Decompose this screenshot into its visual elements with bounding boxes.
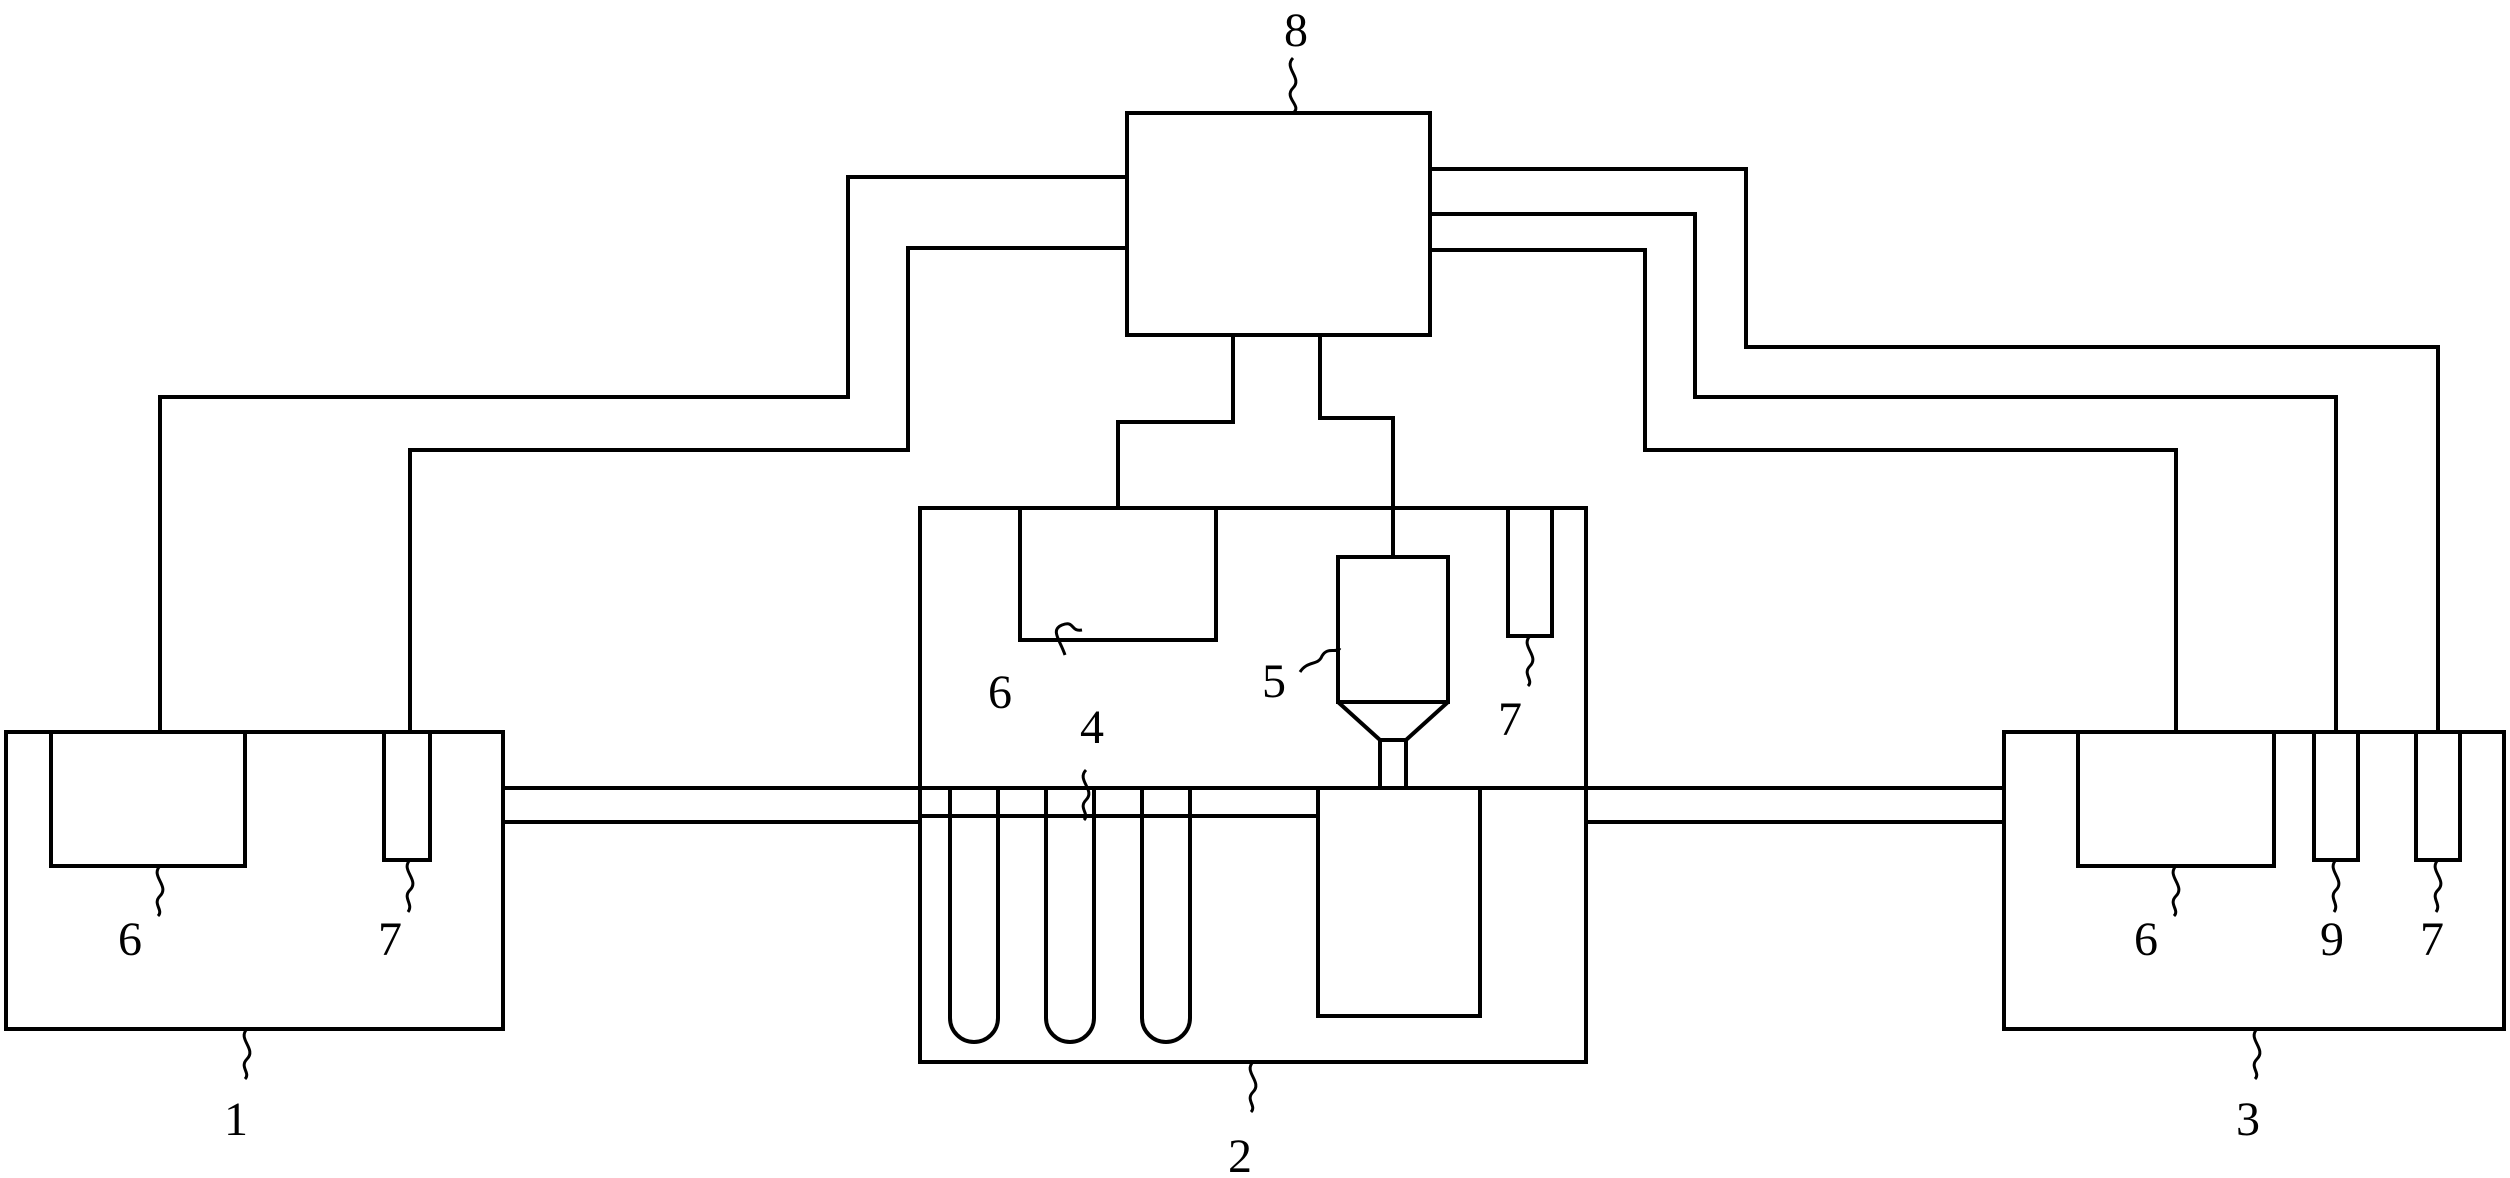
pipe-right [1584,786,2006,824]
heater-right [2076,730,2276,868]
leader-controller [1288,56,1298,115]
leader-heater-center [1054,622,1083,656]
label-sensor-left: 7 [378,913,402,966]
leader-test-tubes [1081,768,1091,822]
test-tube-3 [1140,788,1192,1044]
label-hopper: 5 [1262,655,1286,708]
leader-tank-left [242,1027,252,1081]
label-heater-left: 6 [118,913,142,966]
tank-center-lower [918,786,1588,1064]
wire-controller-to-right-probe [1430,212,2338,732]
label-controller: 8 [1284,4,1308,57]
tank-center-upper [918,506,1588,788]
label-tank-right: 3 [2236,1093,2260,1146]
wire-controller-to-right-heater [1430,248,2178,732]
label-tank-center: 2 [1228,1130,1252,1178]
heater-left [49,730,247,868]
wire-controller-to-center-heater [1116,335,1235,508]
sensor-right [2414,730,2462,862]
leader-sensor-center [1525,634,1535,688]
sensor-center [1506,506,1554,638]
leader-tank-right [2252,1027,2262,1081]
label-heater-center: 6 [988,666,1012,719]
leader-probe-right [2331,858,2341,913]
heater-center [1018,506,1218,642]
test-tube-1 [948,788,1000,1044]
label-tank-left: 1 [224,1093,248,1146]
hopper-funnel [1336,700,1450,742]
leader-heater-right [2171,864,2181,918]
wire-controller-to-hopper [1318,335,1395,557]
leader-sensor-left [405,858,415,913]
tank-left [4,730,505,1031]
label-probe-right: 9 [2320,913,2344,966]
pipe-left [501,786,922,824]
leader-sensor-right [2433,858,2443,913]
wire-controller-to-left-sensor [408,246,1127,732]
leader-tank-center [1248,1060,1258,1114]
tube-rack-bar [918,786,1320,818]
label-sensor-center: 7 [1498,693,1522,746]
leader-heater-left [155,864,165,918]
wire-controller-to-right-sensor [1430,167,2440,732]
label-sensor-right: 7 [2420,913,2444,966]
sensor-left [382,730,432,862]
label-heater-right: 6 [2134,913,2158,966]
collection-container [1316,786,1482,1018]
probe-right [2312,730,2360,862]
test-tube-2 [1044,788,1096,1044]
hopper-body [1336,555,1450,704]
controller-box [1125,111,1432,337]
label-test-tubes: 4 [1080,701,1104,754]
wire-controller-to-left-heater [158,175,1127,732]
leader-hopper [1298,646,1342,673]
